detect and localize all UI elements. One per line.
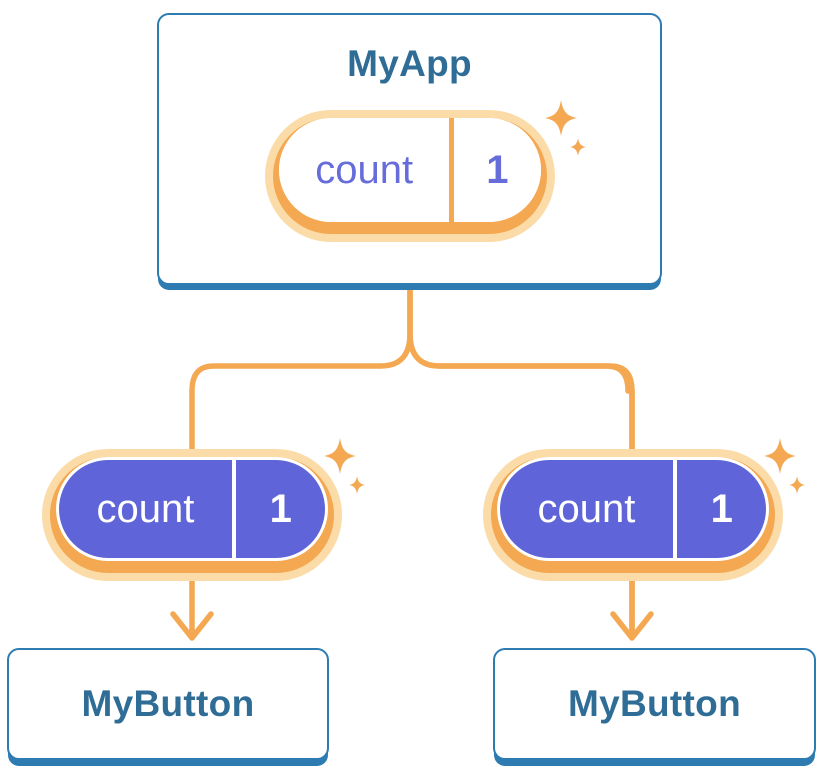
state-pill-root: count 1 xyxy=(265,110,555,242)
branch-line-right-vertical xyxy=(407,331,635,636)
sparkle-icon xyxy=(764,438,805,494)
state-pill-body: count 1 xyxy=(59,460,325,558)
sparkle-icon xyxy=(545,100,586,156)
state-pill-divider xyxy=(672,460,678,558)
node-card-mybutton-right: MyButton xyxy=(493,648,816,760)
node-card-mybutton-left: MyButton xyxy=(7,648,329,760)
state-pill-ring: count 1 xyxy=(273,118,547,234)
state-pill-body: count 1 xyxy=(500,460,766,558)
state-pill-inner: count 1 xyxy=(497,457,769,561)
state-pill-ring: count 1 xyxy=(50,457,334,573)
state-key-label: count xyxy=(96,486,195,531)
state-pill-right-child: count 1 xyxy=(483,449,783,581)
state-pill-divider xyxy=(449,118,454,222)
node-title-mybutton-left: MyButton xyxy=(81,683,255,724)
state-pill-left-child: count 1 xyxy=(42,449,342,581)
state-key-label: count xyxy=(537,486,636,531)
arrow-head-right-icon xyxy=(610,611,654,641)
arrow-head-left-icon xyxy=(170,611,214,641)
node-title-mybutton-right: MyButton xyxy=(568,683,741,724)
state-value-label: 1 xyxy=(710,486,733,531)
branch-line-left xyxy=(189,281,413,636)
state-pill-inner: count 1 xyxy=(279,118,541,222)
state-value-label: 1 xyxy=(486,147,509,192)
sparkle-icon xyxy=(324,438,365,494)
node-title-myapp: MyApp xyxy=(347,43,472,84)
state-pill-body: count 1 xyxy=(279,118,541,222)
state-pill-divider xyxy=(231,460,237,558)
state-key-label: count xyxy=(315,147,414,192)
state-pill-ring: count 1 xyxy=(491,457,775,573)
state-pill-inner: count 1 xyxy=(56,457,328,561)
state-value-label: 1 xyxy=(269,486,292,531)
